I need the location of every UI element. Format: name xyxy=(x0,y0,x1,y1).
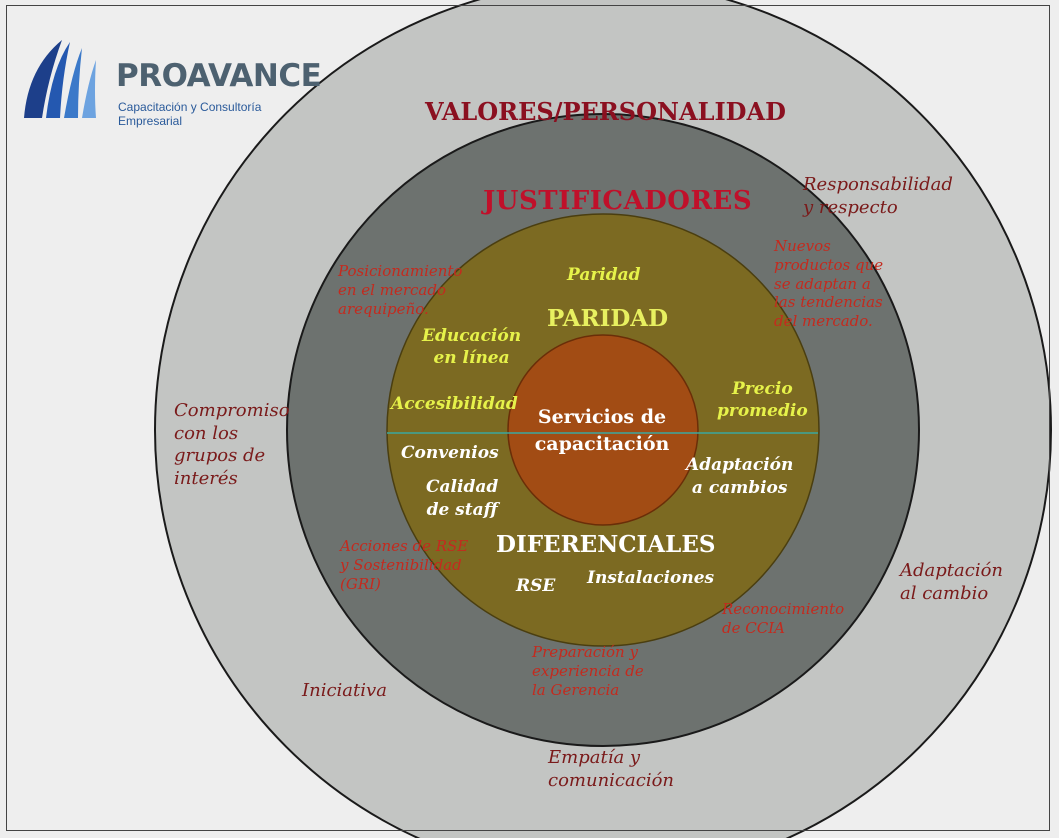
paridad-item-accesibilidad: Accesibilidad xyxy=(391,394,518,414)
diferenciales-item-rse: RSE xyxy=(516,576,556,596)
justificadores-title: JUSTIFICADORES xyxy=(483,186,753,216)
paridad-title: PARIDAD xyxy=(547,305,669,332)
logo-mark-icon xyxy=(24,40,96,118)
slide-frame xyxy=(6,5,1050,831)
diferenciales-item-convenios: Convenios xyxy=(401,443,499,463)
core-circle xyxy=(507,334,699,526)
valores-item-iniciativa: Iniciativa xyxy=(302,680,387,701)
valores-title: VALORES/PERSONALIDAD xyxy=(425,97,786,126)
logo-tagline: Capacitación y Consultoría Empresarial xyxy=(118,100,262,128)
diferenciales-title: DIFERENCIALES xyxy=(496,531,716,558)
diferenciales-item-instalaciones: Instalaciones xyxy=(587,568,715,588)
logo-name: PROAVANCE xyxy=(116,58,322,94)
paridad-item-paridad: Paridad xyxy=(567,265,641,285)
proavance-logo: PROAVANCE Capacitación y Consultoría Emp… xyxy=(18,38,328,128)
